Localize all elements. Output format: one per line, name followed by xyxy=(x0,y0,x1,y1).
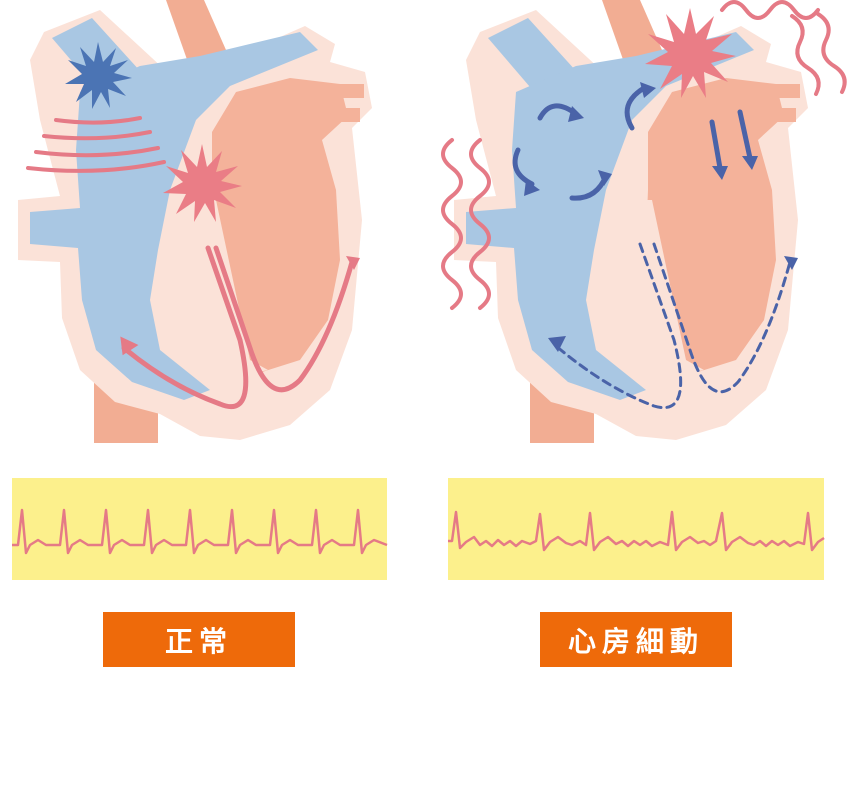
label-normal: 正常 xyxy=(103,612,295,667)
ecg-atrial-fibrillation-icon xyxy=(448,478,824,580)
heart-atrial-fibrillation-icon xyxy=(443,0,845,443)
heart-normal-conduction-icon xyxy=(18,0,372,443)
label-atrial-fibrillation: 心房細動 xyxy=(540,612,732,667)
ecg-normal-rhythm-icon xyxy=(12,478,387,580)
